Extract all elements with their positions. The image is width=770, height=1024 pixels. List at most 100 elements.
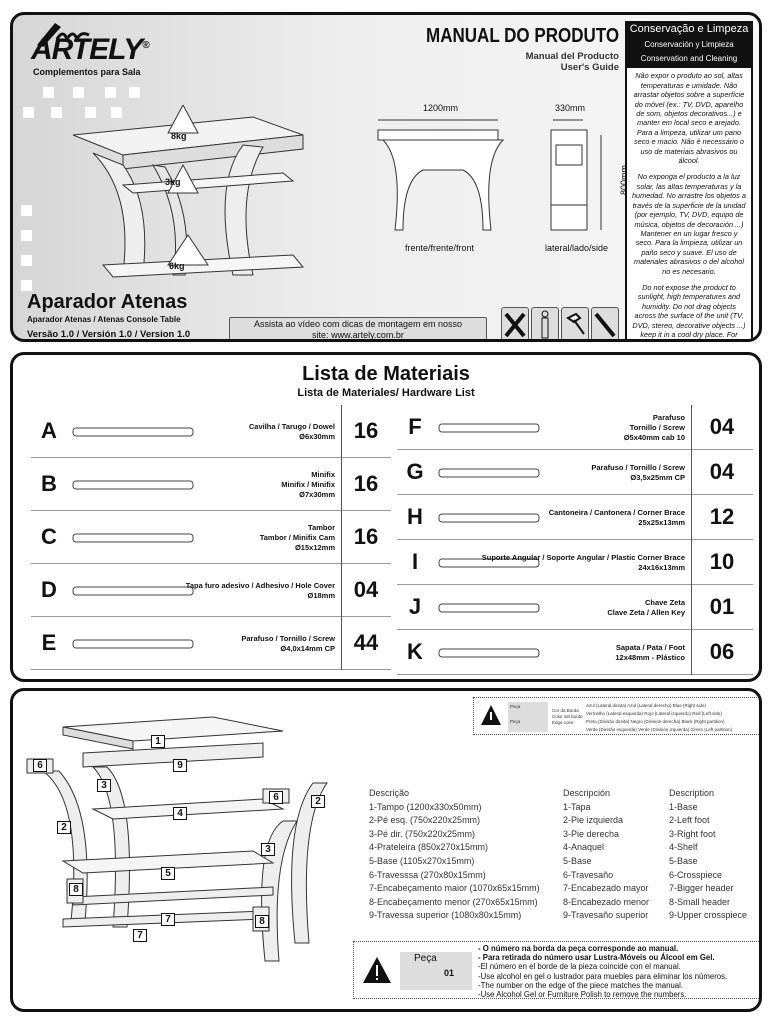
part-description: 1-Tampo (1200x330x50mm) [369,801,482,812]
part-description: 6-Crosspiece [669,869,723,880]
hardware-letter: K [407,638,423,664]
console-table-illustration [72,105,305,278]
part-number-label: 6 [269,791,283,804]
part-description: 7-Bigger header [669,883,734,894]
part-number-label: 6 [33,759,47,772]
hardware-quantity: 12 [709,503,735,529]
hardware-title: Lista de Materiais [302,363,470,385]
hardware-part-icon [72,427,194,436]
part-description: 9-Travesaño superior [563,910,649,921]
part-description: 7-Encabezado mayor [563,883,649,894]
hardware-quantity: 16 [353,523,379,549]
hardware-letter: F [408,413,422,439]
part-number-label: 8 [69,883,83,896]
shelf-load-label: 3kg [165,177,181,187]
part-description: 4-Anaquel [563,842,605,853]
brand-logo: ARTELY® [31,33,150,66]
part-number-label: 7 [161,913,175,926]
hardware-quantity: 16 [353,470,379,496]
brand-tagline: Complementos para Sala [33,67,141,77]
edge-color-rows: Azul (Lateral direita) Azul (Lateral der… [586,703,733,732]
artely-logo-mark [37,23,90,47]
base-load-label: 6kg [169,261,185,271]
hardware-part-icon [72,480,194,489]
care-text-pt: Não expor o produto ao sol, altas temper… [633,71,745,166]
hardware-subtitle: Lista de Materiales/ Hardware List [297,387,475,399]
hardware-row: D Tapa furo adesivo / Adhesivo / Hole Co… [31,564,391,617]
part-description: 5-Base [669,855,698,866]
part-description: 2-Pie izquierda [563,815,624,826]
part-description: 6-Travesssa (270x80x15mm) [369,869,486,880]
part-number-label: 1 [151,735,165,748]
side-view-label: lateral/lado/side [545,243,609,253]
part-description: 9-Upper crosspiece [669,910,748,921]
hardware-part-icon [438,423,540,432]
part-number-label: 8 [255,915,269,928]
hammer-icon [561,307,589,339]
hardware-part-icon [72,586,194,595]
care-text-en: Do not expose the product to sunlight, h… [632,282,746,339]
exploded-view-illustration [26,716,328,962]
part-description: 3-Right foot [669,828,716,839]
hardware-description: Suporte Angular / Soporte Angular / Plas… [481,552,685,572]
hardware-part-icon [438,603,540,612]
warning-icon [481,705,501,725]
part-description: 3-Pé dir. (750x220x25mm) [369,828,476,839]
hardware-letter: G [406,458,424,484]
part-description: 5-Base [563,855,592,866]
hardware-quantity: 04 [709,413,735,439]
part-description: 4-Shelf [669,842,698,853]
hardware-letter: B [41,470,57,496]
hardware-list-panel: Lista de Materiais Lista de Materiales/ … [10,352,762,682]
hardware-part-icon [72,533,194,542]
part-number-label: 2 [57,821,71,834]
part-description: 3-Pie derecha [563,828,620,839]
care-text-es: No exponga el producto a la luz solar, l… [632,172,746,276]
person-icon [531,307,559,339]
product-subtitle: Aparador Atenas / Atenas Console Table [27,315,181,324]
part-number-label: 4 [173,807,187,820]
hardware-quantity: 44 [353,629,379,655]
part-description: 1-Tapa [563,801,591,812]
hardware-part-icon [438,468,540,477]
part-description: 9-Travessa superior (1080x80x15mm) [369,910,522,921]
care-instructions-box: Conservação e Limpeza Conservación y Lim… [625,21,753,339]
part-description: 8-Encabeçamento menor (270x65x15mm) [369,896,538,907]
hardware-part-icon [438,558,540,567]
hardware-row: I Suporte Angular / Soporte Angular / Pl… [397,540,753,585]
part-description: 2-Left foot [669,815,710,826]
no-power-drill-icon [501,307,529,339]
hardware-quantity: 06 [709,638,735,664]
hardware-part-icon [438,513,540,522]
hardware-quantity: 04 [709,458,735,484]
depth-dimension: 330mm [555,103,586,113]
website-link[interactable]: www.artely.com.br [331,330,404,340]
part-description: 2-Pé esq. (750x220x25mm) [369,815,481,826]
dimension-drawings [377,119,602,231]
hardware-part-icon [72,639,194,648]
product-header-panel: ARTELY® Complementos para Sala 8kg 3kg 6… [10,12,762,342]
part-description: 8-Small header [669,896,731,907]
care-title: Conservação e Limpeza [627,23,751,37]
